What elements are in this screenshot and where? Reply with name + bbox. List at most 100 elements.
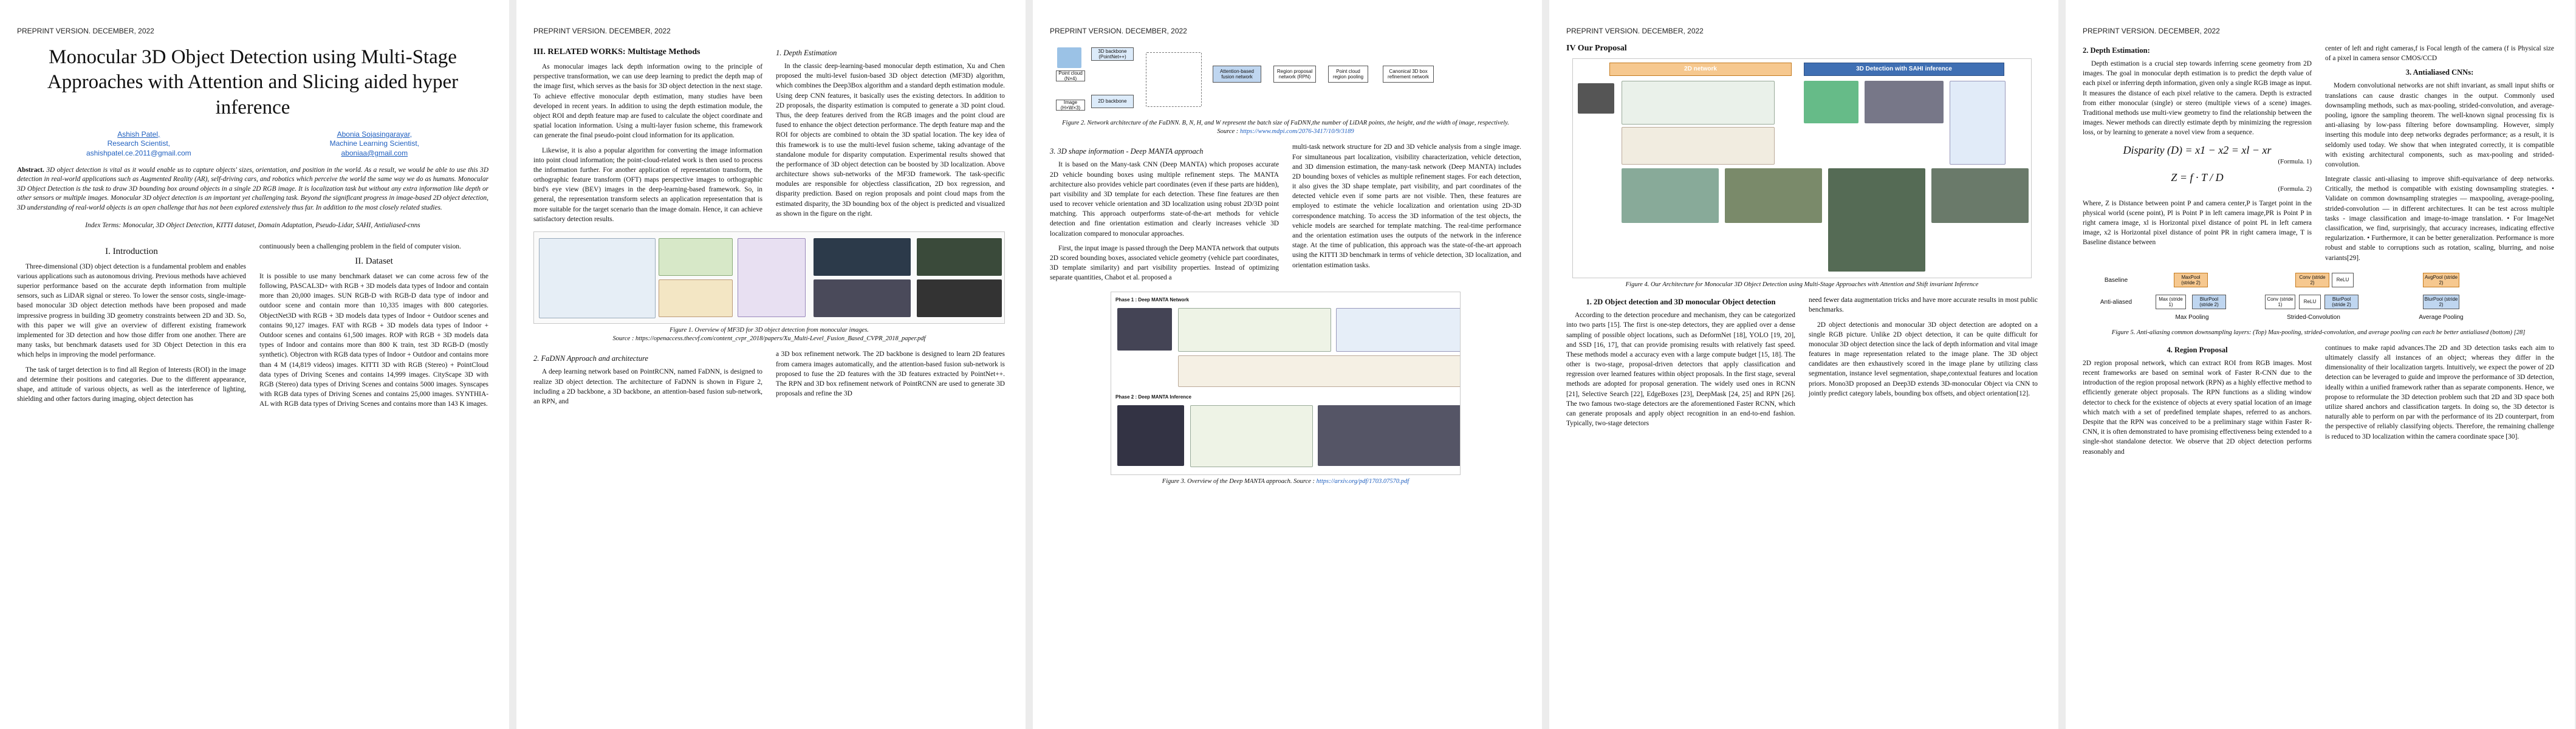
row-baseline: Baseline <box>2095 275 2137 286</box>
object-detection-heading: 1. 2D Object detection and 3D monocular … <box>1586 298 1776 307</box>
paper-title: Monocular 3D Object Detection using Mult… <box>47 46 459 118</box>
page-2: PREPRINT VERSION. DECEMBER, 2022 III. RE… <box>516 0 1026 729</box>
author-2-role: Machine Learning Scientist, <box>329 139 420 148</box>
deep-manta-paragraph-3: multi-task network structure for 2D and … <box>1292 143 1521 269</box>
author-1-name[interactable]: Ashish Patel, <box>117 129 160 139</box>
related-works-heading: III. RELATED WORKS: Multistage Methods <box>533 47 701 56</box>
box-blurpool-2: BlurPool (stride 2) <box>2324 294 2358 309</box>
figure-4-architecture: 2D network 3D Detection with SAHI infere… <box>1572 58 2032 278</box>
figure-2-source[interactable]: https://www.mdpi.com/2076-3417/10/9/3189 <box>1239 128 1354 135</box>
object-detection-paragraph-3: 2D object detectionis and monocular 3D o… <box>1809 321 2038 397</box>
fadnn-3d-backbone: 3D backbone (PointNet++) <box>1091 47 1134 61</box>
fadnn-refine: Canonical 3D box refinement network <box>1383 66 1434 83</box>
dataset-paragraph: It is possible to use many benchmark dat… <box>259 272 488 408</box>
running-head: PREPRINT VERSION. DECEMBER, 2022 <box>2083 27 2220 35</box>
figure-1-caption-text: Figure 1. Overview of MF3D for 3D object… <box>670 327 869 334</box>
running-head: PREPRINT VERSION. DECEMBER, 2022 <box>17 27 154 35</box>
page-3: PREPRINT VERSION. DECEMBER, 2022 3D back… <box>1033 0 1542 729</box>
intro-paragraph-2: The task of target detection is to find … <box>17 366 246 403</box>
row-antialiased: Anti-aliased <box>2095 296 2137 308</box>
fadnn-heading: 2. FaDNN Approach and architecture <box>533 354 648 363</box>
figure-2-caption: Figure 2. Network architecture of the Fa… <box>1056 119 1515 136</box>
author-1: Ashish Patel, Research Scientist, ashish… <box>86 130 191 159</box>
page-1: PREPRINT VERSION. DECEMBER, 2022 Monocul… <box>0 0 509 729</box>
box-conv: Conv (stride 2) <box>2295 272 2329 287</box>
antialiased-paragraph-2: Integrate classic anti-aliasing to impro… <box>2325 176 2554 262</box>
running-head: PREPRINT VERSION. DECEMBER, 2022 <box>1050 27 1187 35</box>
figure-1-caption: Figure 1. Overview of MF3D for 3D object… <box>540 326 999 343</box>
fadnn-point-cloud: Point cloud (N×4) <box>1056 70 1085 81</box>
antialiased-paragraph-1: Modern convolutional networks are not sh… <box>2325 82 2554 168</box>
box-maxpool: MaxPool (stride 2) <box>2174 272 2208 287</box>
abstract: Abstract. 3D object detection is vital a… <box>17 166 488 213</box>
intro-paragraph-continued: continuously been a challenging problem … <box>259 242 461 250</box>
depth-paragraph-2: Where, Z is Distance between point P and… <box>2083 199 2312 247</box>
figure-3-source[interactable]: https://arxiv.org/pdf/1703.07570.pdf <box>1316 477 1410 485</box>
fadnn-pooling: Point cloud region pooling <box>1328 66 1368 83</box>
author-1-role: Research Scientist, <box>107 139 170 148</box>
figure-1-source[interactable]: Source : https://openaccess.thecvf.com/c… <box>612 335 926 343</box>
page-4: PREPRINT VERSION. DECEMBER, 2022 IV Our … <box>1549 0 2058 729</box>
index-terms: Index Terms: Monocular, 3D Object Detect… <box>85 222 420 230</box>
depth-paragraph-continued: center of left and right cameras,f is Fo… <box>2325 45 2554 63</box>
box-avgpool: AvgPool (stride 2) <box>2423 272 2459 287</box>
region-proposal-paragraph-2: continues to make rapid advances.The 2D … <box>2325 344 2554 440</box>
figure-2-caption-text: Figure 2. Network architecture of the Fa… <box>1062 120 1509 135</box>
author-2-name[interactable]: Abonia Sojasingarayar, <box>337 129 413 139</box>
fadnn-image: Image (H×W×3) <box>1056 100 1085 111</box>
author-2-email[interactable]: aboniaa@gmail.com <box>341 148 408 157</box>
box-max: Max (stride 1) <box>2156 294 2186 309</box>
fadnn-rpn: Region proposal network (RPN) <box>1273 66 1316 83</box>
page-5: PREPRINT VERSION. DECEMBER, 2022 2. Dept… <box>2066 0 2575 729</box>
box-blurpool-1: BlurPool (stride 2) <box>2192 294 2226 309</box>
object-detection-paragraph-2: need fewer data augmentation tricks and … <box>1809 296 2038 314</box>
fadnn-fusion: Attention-based fusion network <box>1213 66 1261 83</box>
deep-manta-paragraph-2: First, the input image is passed through… <box>1050 244 1279 282</box>
related-paragraph-1: As monocular images lack depth informati… <box>533 63 762 140</box>
intro-heading: I. Introduction <box>105 246 158 256</box>
figure-3-deep-manta: Phase 1 : Deep MANTA Network Phase 2 : D… <box>1111 291 1461 475</box>
figure-3-caption-text: Figure 3. Overview of the Deep MANTA app… <box>1162 477 1315 485</box>
figure-4-caption: Figure 4. Our Architecture for Monocular… <box>1625 281 1979 288</box>
formula-2: Z = f · T / D <box>2171 171 2224 183</box>
col-average-pooling: Average Pooling <box>2411 312 2472 323</box>
abstract-text: 3D object detection is vital as it would… <box>17 166 488 211</box>
col-strided-conv: Strided-Convolution <box>2271 312 2356 323</box>
region-proposal-heading: 4. Region Proposal <box>2167 345 2228 354</box>
phase-2-label: Phase 2 : Deep MANTA Inference <box>1115 394 1191 400</box>
fadnn-paragraph-2: a 3D box refinement network. The 2D back… <box>776 351 1005 398</box>
deep-manta-heading: 3. 3D shape information - Deep MANTA app… <box>1050 147 1204 156</box>
figure-2-fadnn: 3D backbone (PointNet++) Point cloud (N×… <box>1055 44 1516 117</box>
depth-estimation-heading: 2. Depth Estimation: <box>2083 46 2150 55</box>
figure-5-caption: Figure 5. Anti-aliasing common downsampl… <box>2111 329 2526 336</box>
proposal-heading: IV Our Proposal <box>1566 44 1627 53</box>
box-relu-2: ReLU <box>2299 294 2321 309</box>
net-2d-banner: 2D network <box>1609 63 1792 76</box>
author-2: Abonia Sojasingarayar, Machine Learning … <box>330 130 419 159</box>
box-relu-1: ReLU <box>2332 272 2354 287</box>
intro-paragraph-1: Three-dimensional (3D) object detection … <box>17 262 246 359</box>
region-proposal-paragraph-1: 2D region proposal network, which can ex… <box>2083 359 2312 456</box>
running-head: PREPRINT VERSION. DECEMBER, 2022 <box>533 27 671 35</box>
figure-3-caption: Figure 3. Overview of the Deep MANTA app… <box>1056 477 1515 486</box>
formula-1: Disparity (D) = x1 − x2 = xl − xr <box>2123 143 2272 156</box>
fadnn-2d-backbone: 2D backbone <box>1091 95 1134 108</box>
formula-1-number: (Formula. 1) <box>2278 157 2312 165</box>
author-1-email[interactable]: ashishpatel.ce.2011@gmail.com <box>86 148 191 157</box>
figure-5-antialiasing: Baseline Anti-aliased MaxPool (stride 2)… <box>2095 269 2542 326</box>
fadnn-paragraph-1: A deep learning network based on PointRC… <box>533 368 762 405</box>
depth-paragraph-1: Depth estimation is a crucial step towar… <box>2083 60 2312 137</box>
abstract-label: Abstract. <box>17 166 44 174</box>
object-detection-paragraph-1: According to the detection procedure and… <box>1566 312 1795 428</box>
formula-2-number: (Formula. 2) <box>2278 185 2312 193</box>
author-block: Ashish Patel, Research Scientist, ashish… <box>17 130 488 159</box>
figure-1-mf3d <box>533 231 1005 324</box>
running-head: PREPRINT VERSION. DECEMBER, 2022 <box>1566 27 1704 35</box>
net-3d-banner: 3D Detection with SAHI inference <box>1804 63 2004 76</box>
depth-estimation-paragraph: In the classic deep-learning-based monoc… <box>776 63 1005 217</box>
box-blurpool-3: BlurPool (stride 2) <box>2423 294 2459 309</box>
phase-1-label: Phase 1 : Deep MANTA Network <box>1115 297 1189 303</box>
box-conv-1: Conv (stride 1) <box>2265 294 2295 309</box>
col-max-pooling: Max Pooling <box>2162 312 2222 323</box>
deep-manta-paragraph-1: It is based on the Many-task CNN (Deep M… <box>1050 161 1279 238</box>
